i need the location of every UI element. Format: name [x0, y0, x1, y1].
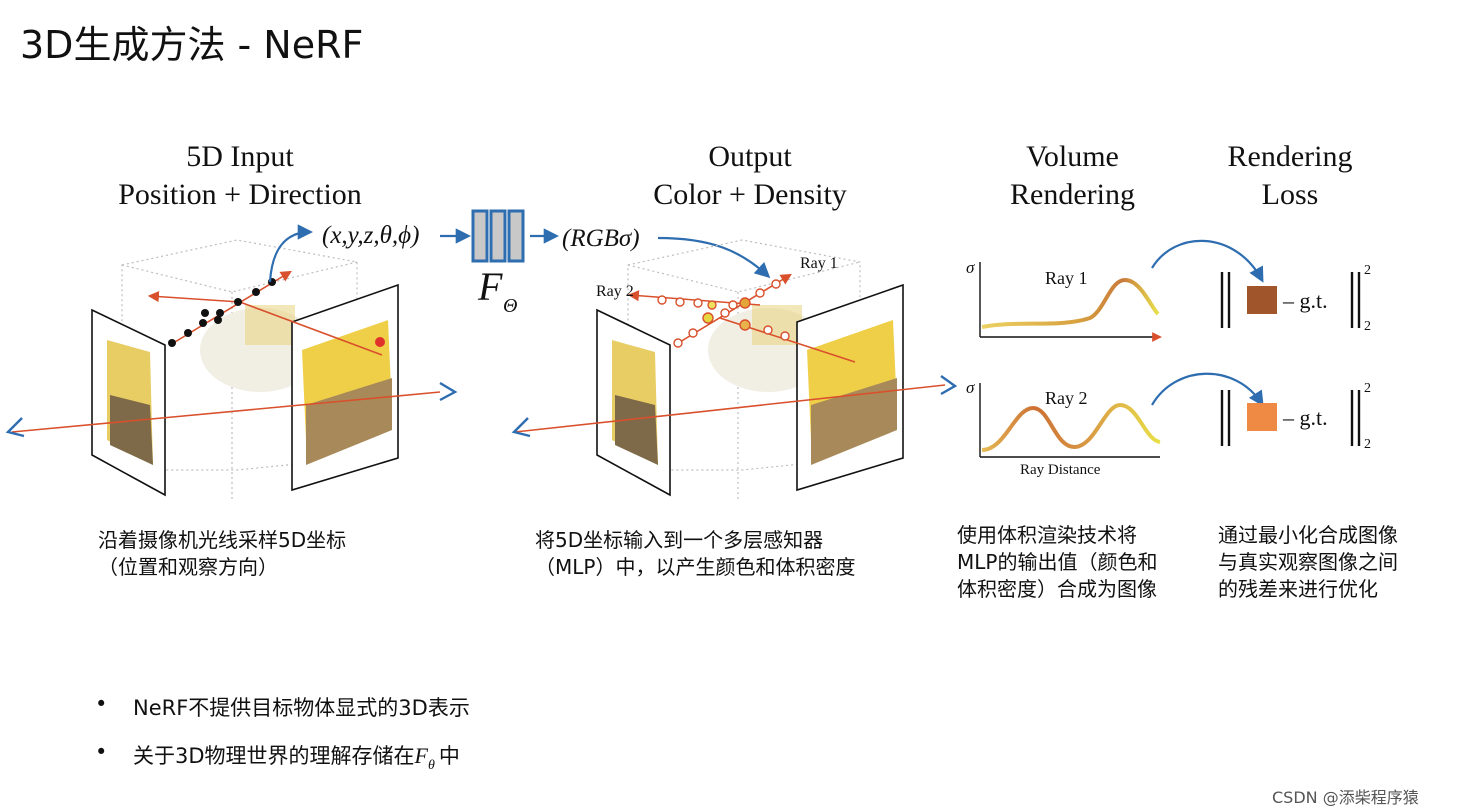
bullet-marker: • — [95, 740, 108, 764]
watermark: CSDN @添柴程序猿 — [1272, 788, 1419, 807]
caption-mlp-line2: （MLP）中，以产生颜色和体积密度 — [535, 555, 856, 579]
camera-image-right-2-detail — [811, 378, 897, 465]
plot2-label: Ray 2 — [1045, 388, 1088, 408]
output-density-points — [702, 297, 751, 331]
rendered-color-swatch-1 — [1247, 286, 1277, 314]
gt-label-1: – g.t. — [1282, 288, 1328, 313]
loss-arrow-1 — [1151, 239, 1264, 283]
loss-term-2 — [1220, 390, 1361, 446]
caption-volume: 使用体积渲染技术将 MLP的输出值（颜色和 体积密度）合成为图像 — [957, 522, 1157, 603]
bullet-symbol-theta: θ — [427, 758, 435, 773]
ray-end-arrowhead-right — [439, 381, 458, 402]
slide-title: 3D生成方法 - NeRF — [20, 23, 364, 67]
norm-sup-2: 2 — [1364, 381, 1371, 396]
caption-loss: 通过最小化合成图像 与真实观察图像之间 的残差来进行优化 — [1218, 522, 1398, 603]
output-title-line2: Color + Density — [653, 178, 847, 211]
output-arrow — [657, 236, 771, 279]
scene-object-2 — [752, 305, 802, 345]
norm-sup-1: 2 — [1364, 263, 1371, 278]
ray-end-arrowhead-left-2 — [511, 417, 531, 438]
caption-volume-line2: MLP的输出值（颜色和 — [957, 550, 1158, 574]
input-scene — [5, 224, 458, 500]
input-arrow — [268, 224, 314, 283]
plot1-density-curve — [981, 277, 1160, 329]
caption-sampling-line2: （位置和观察方向） — [98, 555, 278, 579]
output-scene — [511, 236, 958, 500]
cursor-dot — [375, 337, 385, 347]
bullet-text-1: NeRF不提供目标物体显式的3D表示 — [133, 696, 470, 720]
plot2-sigma: σ — [966, 378, 975, 397]
output-sample-points — [657, 279, 790, 348]
plot2-density-curve — [981, 402, 1161, 452]
caption-volume-line3: 体积密度）合成为图像 — [957, 577, 1157, 601]
volume-plot-ray2 — [979, 383, 1161, 458]
output-title-line1: Output — [708, 140, 792, 173]
network-symbol: F — [477, 264, 503, 309]
input-title-line2: Position + Direction — [118, 178, 362, 211]
camera-image-left-detail — [110, 395, 153, 465]
ray-line-main-2 — [514, 384, 946, 433]
network-subscript: Θ — [503, 295, 517, 317]
scene-object — [245, 305, 295, 345]
sample-points — [168, 278, 276, 347]
volume-header: Volume Rendering — [980, 138, 1165, 214]
ray-line-sample — [239, 301, 383, 356]
caption-sampling-line1: 沿着摄像机光线采样5D坐标 — [98, 528, 347, 552]
ray1-label: Ray 1 — [800, 255, 838, 272]
norm-sub-2: 2 — [1364, 437, 1371, 452]
caption-volume-line1: 使用体积渲染技术将 — [957, 523, 1137, 547]
loss-title-line2: Loss — [1261, 178, 1319, 211]
caption-mlp: 将5D坐标输入到一个多层感知器 （MLP）中，以产生颜色和体积密度 — [535, 527, 855, 581]
input-tuple: (x,y,z,θ,ϕ) — [322, 222, 419, 249]
rendered-color-swatch-2 — [1247, 403, 1277, 431]
ray-line-main — [11, 391, 441, 433]
ray-distance-label: Ray Distance — [1020, 462, 1101, 478]
output-tuple: (RGBσ) — [562, 225, 640, 252]
ray-line-upper-left — [147, 291, 241, 303]
ray-end-arrowhead-right-2 — [940, 375, 958, 396]
input-header: 5D Input Position + Direction — [70, 138, 410, 214]
plot1-label: Ray 1 — [1045, 268, 1088, 288]
ray2-label: Ray 2 — [596, 283, 634, 300]
loss-header: Rendering Loss — [1200, 138, 1380, 214]
plot1-sigma: σ — [966, 258, 975, 277]
volume-plot-ray1 — [979, 262, 1162, 342]
loss-arrow-2 — [1151, 372, 1264, 407]
bullet-text-2-prefix: 关于3D物理世界的理解存储在 — [133, 744, 415, 768]
bullet-text-2-suffix: 中 — [438, 744, 460, 768]
caption-loss-line3: 的残差来进行优化 — [1218, 577, 1378, 601]
loss-term-1 — [1220, 272, 1361, 328]
bullet-symbol-f: F — [414, 743, 428, 768]
loss-title-line1: Rendering — [1227, 140, 1353, 173]
caption-loss-line1: 通过最小化合成图像 — [1218, 523, 1398, 547]
output-header: Output Color + Density — [600, 138, 900, 214]
input-title-line1: 5D Input — [186, 140, 294, 173]
caption-sampling: 沿着摄像机光线采样5D坐标 （位置和观察方向） — [98, 527, 346, 581]
bullet-marker: • — [95, 692, 108, 716]
gt-label-2: – g.t. — [1282, 405, 1328, 430]
volume-title-line2: Rendering — [1010, 178, 1135, 211]
network-icon — [471, 209, 525, 263]
caption-mlp-line1: 将5D坐标输入到一个多层感知器 — [535, 528, 824, 552]
camera-image-left-2-detail — [615, 395, 658, 465]
ray-end-arrowhead-left — [5, 417, 25, 438]
camera-image-right-detail — [306, 378, 392, 465]
caption-loss-line2: 与真实观察图像之间 — [1218, 550, 1398, 574]
norm-sub-1: 2 — [1364, 319, 1371, 334]
bullet-item-1: • NeRF不提供目标物体显式的3D表示 — [95, 692, 695, 722]
volume-title-line1: Volume — [1026, 140, 1119, 173]
